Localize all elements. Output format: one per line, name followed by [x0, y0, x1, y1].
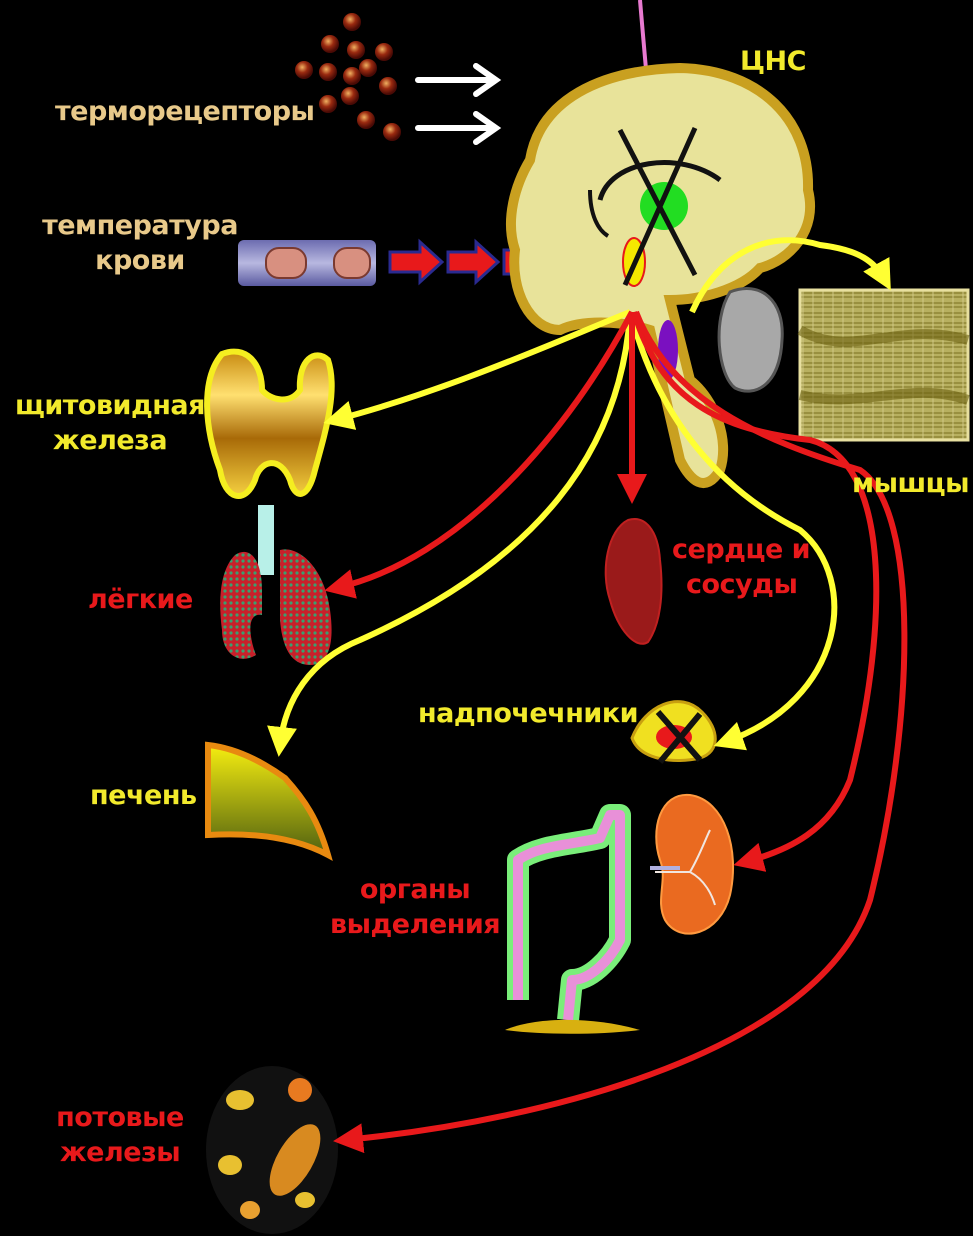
label-cns: ЦНС — [740, 44, 806, 79]
label-sweat-line2: железы — [40, 1135, 200, 1170]
label-blood-temperature-line2: крови — [40, 243, 240, 278]
label-heart-line1: сердце и — [672, 532, 810, 567]
label-muscles: мышцы — [852, 466, 969, 501]
adrenal-gland-icon — [632, 702, 715, 762]
kidney-icon — [650, 795, 733, 934]
label-thyroid-line1: щитовидная — [10, 388, 210, 423]
label-heart-line2: сосуды — [672, 567, 810, 602]
lungs-icon — [220, 549, 331, 665]
label-excretion-line1: органы — [330, 872, 500, 907]
label-adrenals: надпочечники — [418, 696, 638, 731]
label-liver: печень — [90, 778, 197, 813]
white-arrows — [418, 66, 496, 142]
liver-icon — [208, 745, 328, 855]
intestine-icon — [505, 815, 640, 1034]
label-excretion: органы выделения — [330, 872, 500, 942]
brain-icon — [511, 68, 810, 483]
label-blood-temperature: температура крови — [40, 208, 240, 278]
label-excretion-line2: выделения — [330, 907, 500, 942]
label-thyroid-line2: железа — [10, 423, 210, 458]
blood-vessel-icon — [238, 240, 376, 286]
label-lungs: лёгкие — [88, 582, 193, 617]
trachea-icon — [258, 505, 274, 575]
label-sweat-line1: потовые — [40, 1100, 200, 1135]
muscle-tissue-icon — [800, 290, 968, 440]
label-sweat-glands: потовые железы — [40, 1100, 200, 1170]
label-blood-temperature-line1: температура — [40, 208, 240, 243]
label-thermoreceptors: терморецепторы — [55, 94, 314, 129]
heart-icon — [606, 519, 662, 644]
label-heart-vessels: сердце и сосуды — [672, 532, 810, 602]
sweat-glands-icon — [206, 1066, 338, 1234]
thyroid-gland-icon — [207, 352, 332, 496]
label-thyroid: щитовидная железа — [10, 388, 210, 458]
